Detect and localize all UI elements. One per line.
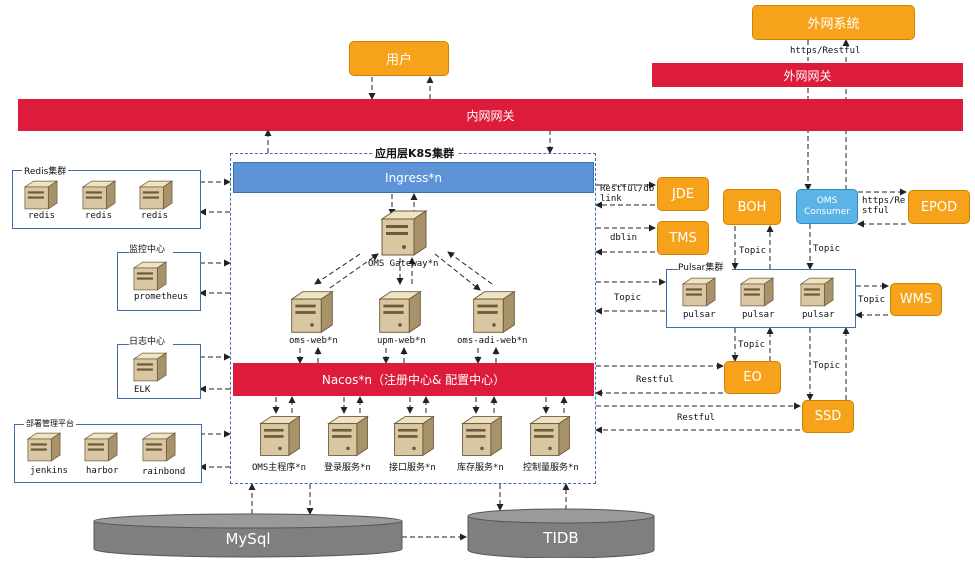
tidb-database: [467, 508, 655, 562]
elk-server-icon: [131, 350, 169, 388]
harbor-label: harbor: [86, 466, 119, 476]
edge-label-topic-consumer: Topic: [813, 244, 841, 254]
elk-label: ELK: [134, 385, 151, 395]
pulsar-label: pulsar: [802, 310, 835, 320]
oms-adi-web-label: oms-adi-web*n: [457, 336, 528, 346]
external-gateway-bar: 外网网关: [652, 63, 963, 87]
oms-web-label: oms-web*n: [289, 336, 338, 346]
redis-server-icon: [22, 178, 60, 216]
pulsar-label: pulsar: [683, 310, 716, 320]
mysql-database: [93, 513, 403, 562]
mysql-label: MySql: [225, 530, 271, 548]
redis-label: redis: [85, 211, 113, 221]
pulsar-cluster-title: Pulsar集群: [678, 263, 732, 274]
edge-label-topic-wms: Topic: [858, 295, 886, 305]
boh-node: BOH: [723, 189, 781, 225]
rainbond-label: rainbond: [142, 467, 186, 477]
quota-service-server-icon: [527, 413, 573, 463]
redis-label: redis: [141, 211, 169, 221]
eo-label: EO: [743, 370, 762, 385]
edge-label-restful-eo: Restful: [636, 375, 674, 385]
jde-label: JDE: [671, 186, 695, 202]
user-node: 用户: [349, 41, 449, 76]
redis-server-icon: [80, 178, 118, 216]
login-service-label: 登录服务*n: [324, 463, 371, 473]
tidb-label: TIDB: [543, 529, 579, 547]
nacos-label: Nacos*n（注册中心& 配置中心）: [321, 373, 506, 387]
edge-label-dblin: dblin: [610, 233, 638, 243]
jde-node: JDE: [657, 177, 709, 211]
monitor-center-title: 监控中心: [129, 245, 173, 256]
eo-node: EO: [724, 361, 781, 394]
app-cluster-title: 应用层K8S集群: [372, 145, 458, 161]
rainbond-server-icon: [140, 430, 178, 468]
quota-service-label: 控制量服务*n: [523, 463, 579, 473]
ssd-label: SSD: [814, 409, 842, 424]
pulsar-server-icon: [738, 275, 776, 313]
pulsar-server-icon: [680, 275, 718, 313]
external-system-label: 外网系统: [807, 17, 860, 32]
oms-gateway-label: OMS Gateway*n: [368, 259, 439, 269]
oms-consumer-node: OMS Consumer: [796, 189, 858, 224]
deploy-platform-title: 部署管理平台: [24, 418, 76, 429]
ingress-label: Ingress*n: [385, 170, 442, 185]
user-label: 用户: [385, 53, 412, 68]
redis-label: redis: [28, 211, 56, 221]
internal-gateway-bar: 内网网关: [18, 99, 963, 131]
external-system-node: 外网系统: [752, 5, 915, 40]
edge-label-restful-ssd: Restful: [677, 413, 715, 423]
oms-adi-web-server-icon: [470, 288, 518, 340]
oms-main-server-icon: [257, 413, 303, 463]
ssd-node: SSD: [802, 400, 854, 433]
ingress-bar: Ingress*n: [233, 162, 594, 193]
upm-web-server-icon: [376, 288, 424, 340]
external-gateway-label: 外网网关: [783, 68, 832, 83]
pulsar-server-icon: [798, 275, 836, 313]
prometheus-label: prometheus: [134, 292, 189, 302]
internal-gateway-label: 内网网关: [466, 108, 515, 123]
oms-gateway-server-icon: [378, 207, 430, 263]
boh-label: BOH: [737, 199, 767, 215]
prometheus-server-icon: [131, 259, 169, 297]
jenkins-label: jenkins: [30, 466, 68, 476]
wms-node: WMS: [890, 283, 942, 316]
edge-label-topic-ssd: Topic: [813, 361, 841, 371]
epod-node: EPOD: [908, 190, 970, 224]
edge-label-topic-app: Topic: [614, 293, 642, 303]
edge-label-restful-dblink: Restful/dblink: [600, 184, 655, 205]
epod-label: EPOD: [920, 199, 958, 215]
oms-main-label: OMS主程序*n: [252, 463, 307, 473]
upm-web-label: upm-web*n: [377, 336, 426, 346]
interface-service-server-icon: [391, 413, 437, 463]
redis-cluster-title: Redis集群: [22, 164, 69, 177]
edge-label-topic-eo: Topic: [738, 340, 766, 350]
oms-consumer-label: OMS Consumer: [804, 195, 850, 217]
interface-service-label: 接口服务*n: [389, 463, 436, 473]
inventory-service-label: 库存服务*n: [457, 463, 504, 473]
edge-label-https-restful: https/Restful: [790, 46, 861, 57]
nacos-bar: Nacos*n（注册中心& 配置中心）: [233, 363, 594, 396]
wms-label: WMS: [899, 292, 933, 307]
pulsar-label: pulsar: [742, 310, 775, 320]
redis-server-icon: [137, 178, 175, 216]
tms-node: TMS: [657, 221, 709, 255]
harbor-server-icon: [82, 430, 120, 468]
jenkins-server-icon: [25, 430, 63, 468]
edge-label-https-restful-epod: https/Restful: [862, 196, 906, 217]
tms-label: TMS: [669, 230, 697, 246]
inventory-service-server-icon: [459, 413, 505, 463]
edge-label-topic-boh: Topic: [739, 246, 767, 256]
log-center-title: 日志中心: [129, 337, 173, 348]
oms-web-server-icon: [288, 288, 336, 340]
login-service-server-icon: [325, 413, 371, 463]
